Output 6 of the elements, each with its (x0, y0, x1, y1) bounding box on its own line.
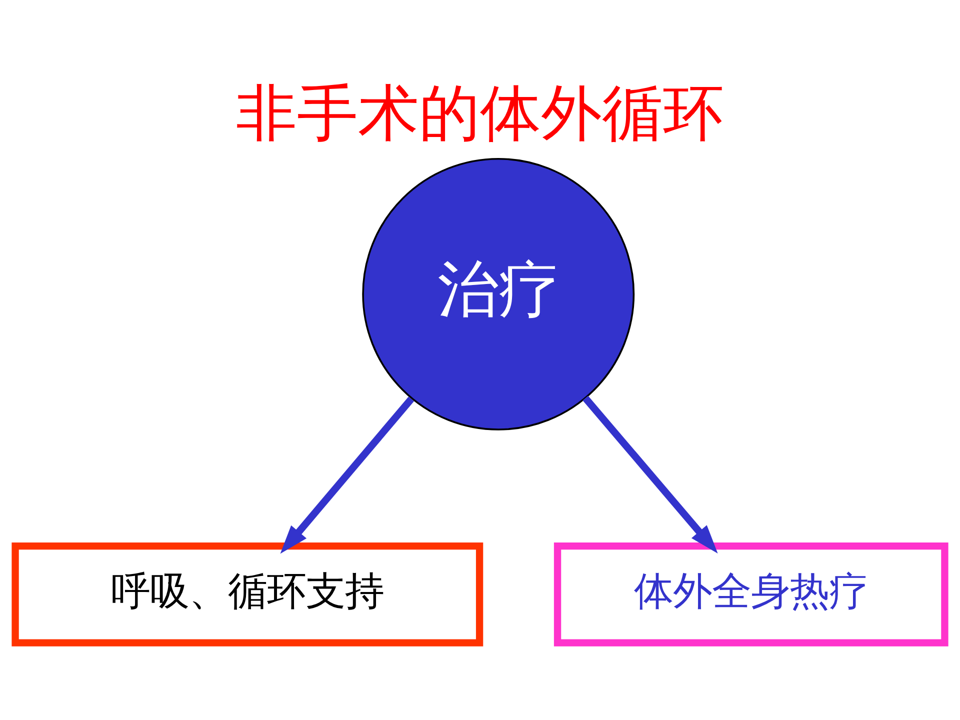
node-box: 呼吸、循环支持 (12, 542, 484, 646)
arrow (280, 396, 414, 554)
arrow (582, 395, 718, 554)
node-box: 体外全身热疗 (554, 542, 948, 646)
node-circle: 治疗 (362, 157, 635, 430)
diagram-title: 非手术的体外循环 (236, 78, 724, 149)
